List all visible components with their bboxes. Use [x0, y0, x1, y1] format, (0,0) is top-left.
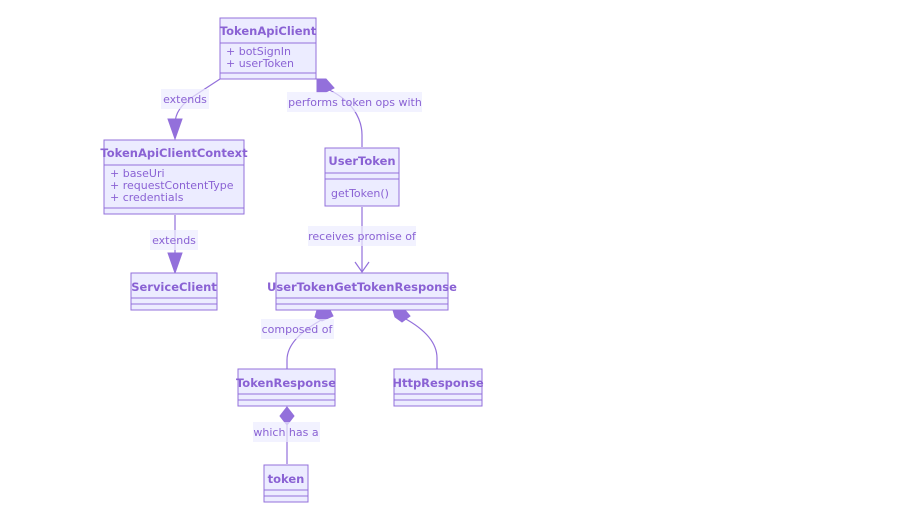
- class-user-token: UserToken getToken(): [324, 147, 400, 207]
- class-title: UserToken: [328, 154, 395, 168]
- class-member: + requestContentType: [110, 179, 234, 192]
- class-title: UserTokenGetTokenResponse: [267, 280, 457, 294]
- extends-arrowhead-2: [167, 252, 183, 275]
- class-title: TokenApiClient: [220, 24, 317, 38]
- class-title: TokenApiClientContext: [100, 146, 248, 160]
- svg-text:extends: extends: [163, 93, 207, 106]
- class-service-client: ServiceClient: [130, 272, 218, 311]
- class-token: token: [263, 464, 309, 503]
- class-token-response: TokenResponse: [236, 368, 336, 407]
- class-method: getToken(): [331, 187, 389, 200]
- label-performs-token-ops: performs token ops with: [287, 92, 422, 112]
- class-title: HttpResponse: [392, 376, 484, 390]
- label-composed-of: composed of: [261, 319, 334, 339]
- svg-text:composed of: composed of: [262, 323, 334, 336]
- class-member: + baseUri: [110, 167, 165, 180]
- class-title: ServiceClient: [131, 280, 217, 294]
- label-receives-promise: receives promise of: [308, 226, 417, 246]
- label-extends-1: extends: [161, 89, 209, 109]
- class-member: + userToken: [226, 57, 294, 70]
- svg-text:which has a: which has a: [253, 426, 318, 439]
- composition-diamond: [316, 78, 335, 93]
- class-title: TokenResponse: [236, 376, 336, 390]
- label-extends-2: extends: [150, 230, 198, 250]
- class-user-token-get-token-response: UserTokenGetTokenResponse: [267, 272, 457, 311]
- class-http-response: HttpResponse: [392, 368, 484, 407]
- label-which-has-a: which has a: [253, 422, 320, 442]
- open-arrowhead: [354, 261, 370, 274]
- class-token-api-client: TokenApiClient + botSignIn + userToken: [219, 17, 317, 80]
- svg-text:extends: extends: [152, 234, 196, 247]
- svg-text:performs token ops with: performs token ops with: [288, 96, 422, 109]
- class-member: + botSignIn: [226, 45, 291, 58]
- svg-text:receives promise of: receives promise of: [308, 230, 417, 243]
- class-member: + credentials: [110, 191, 184, 204]
- class-token-api-client-context: TokenApiClientContext + baseUri + reques…: [100, 139, 248, 215]
- class-title: token: [268, 472, 305, 486]
- extends-arrowhead: [167, 118, 183, 141]
- edge-composed-of-http: [403, 317, 438, 370]
